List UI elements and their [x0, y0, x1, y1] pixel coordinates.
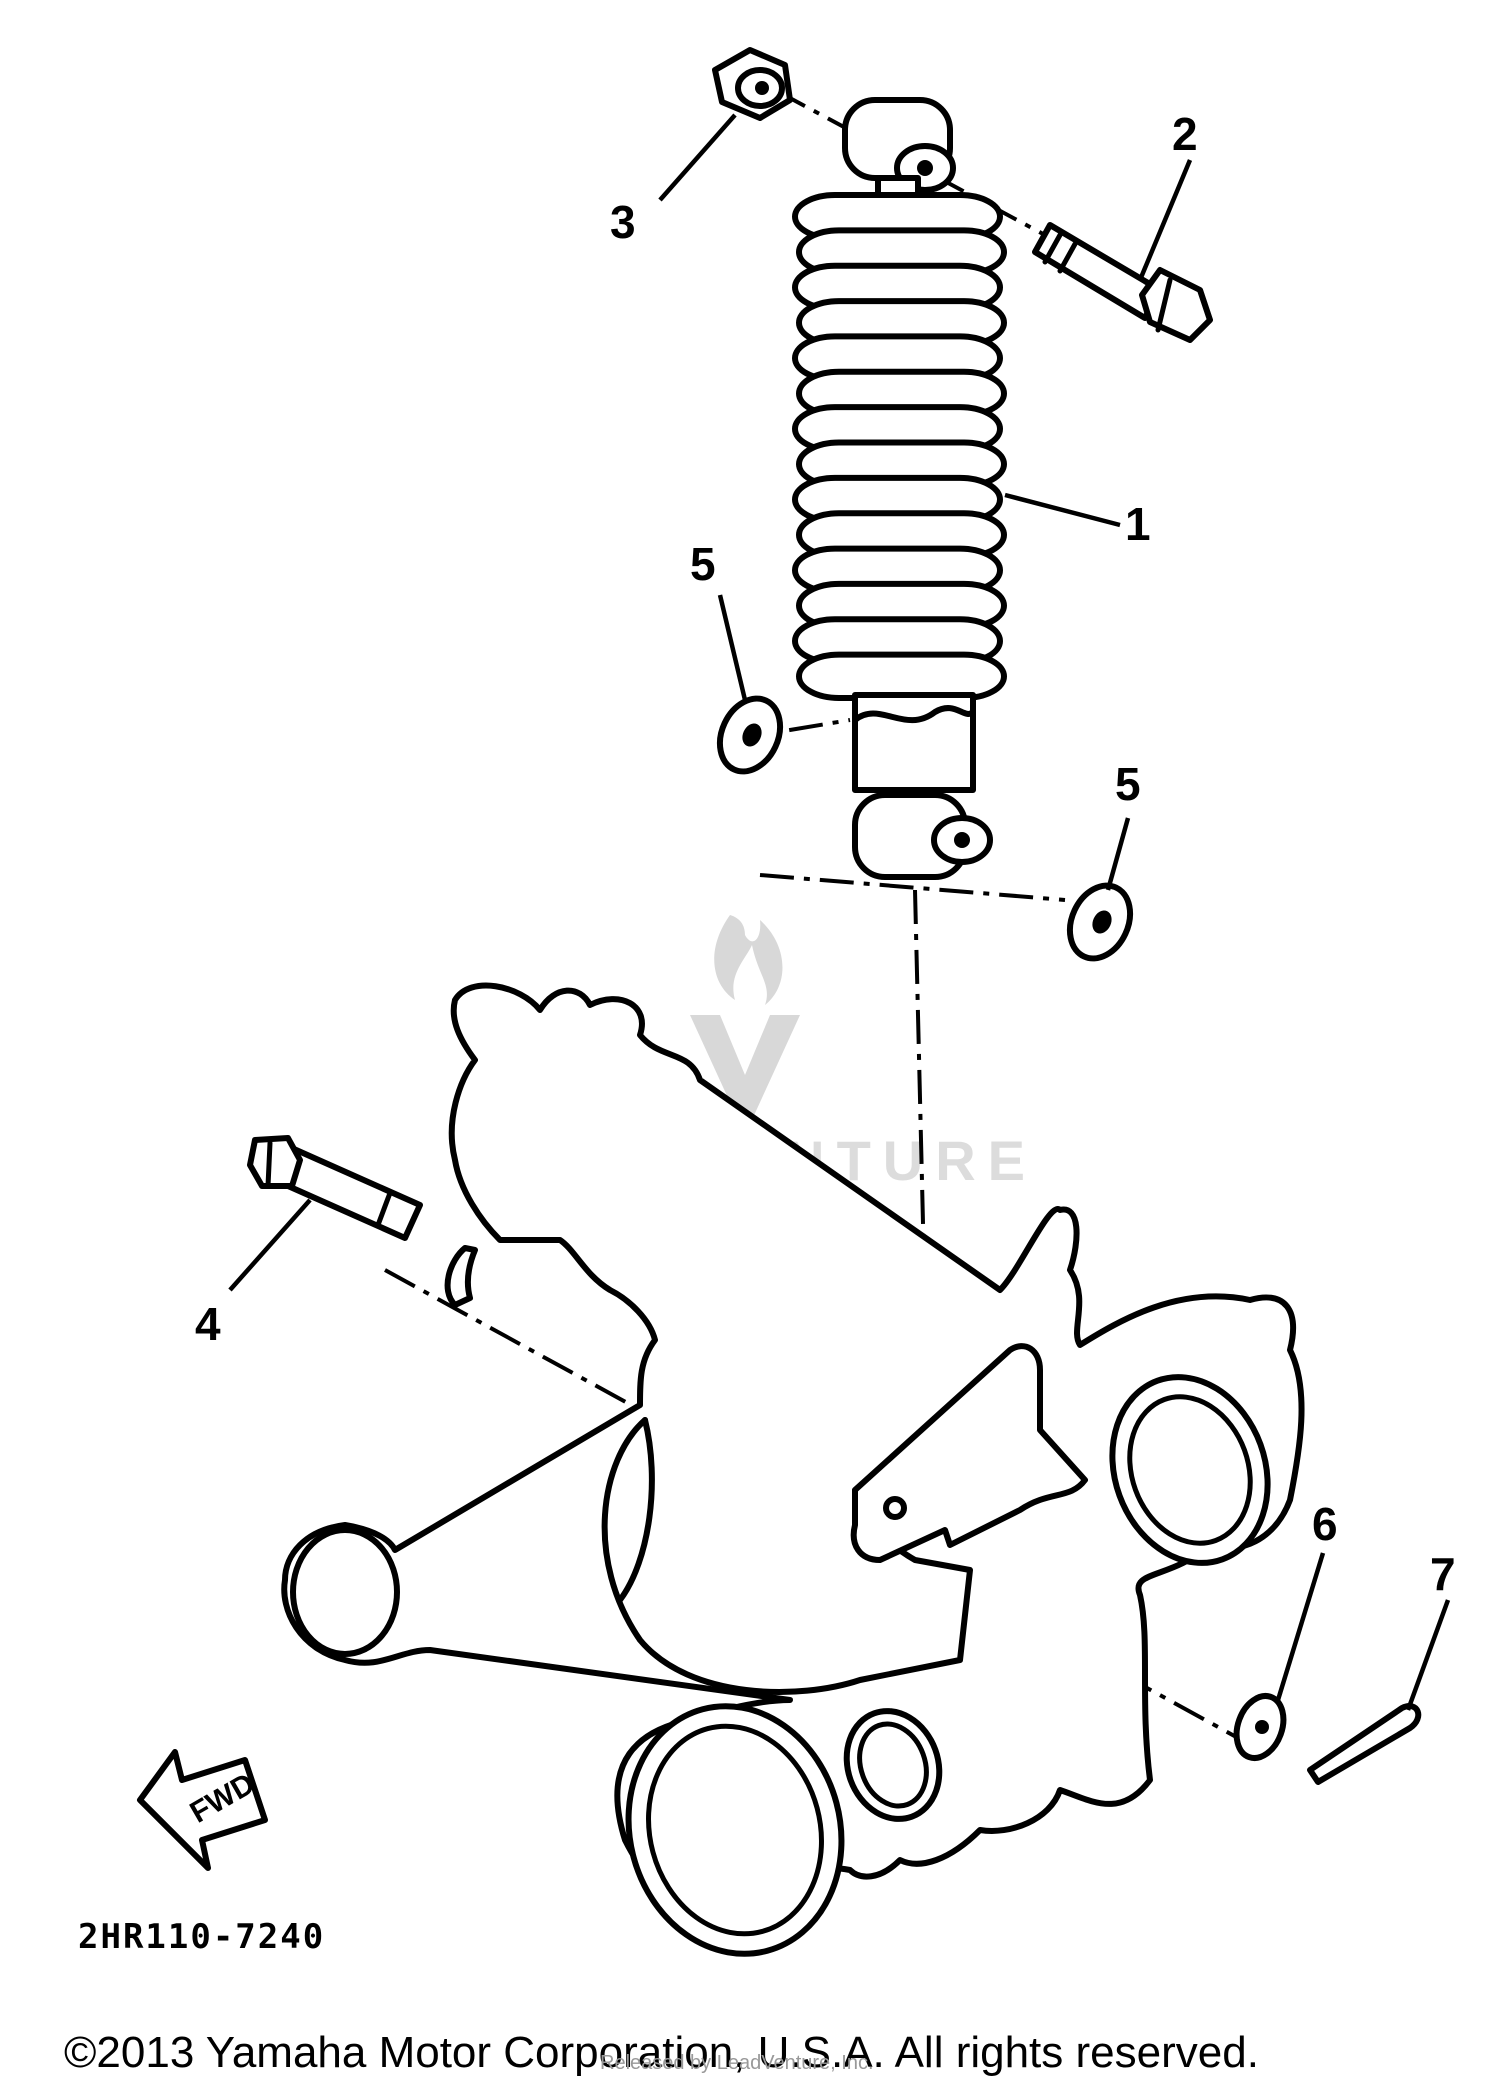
axle-washer	[1233, 1693, 1287, 1761]
forward-arrow: FWD	[137, 1749, 268, 1871]
callout-3: 3	[610, 196, 636, 248]
upper-washer	[716, 695, 784, 775]
callout-5-lower: 5	[1115, 758, 1141, 810]
callout-6: 6	[1312, 1498, 1338, 1550]
callout-1: 1	[1125, 498, 1151, 550]
callout-4: 4	[195, 1298, 221, 1350]
rear-shock-absorber	[792, 97, 1007, 880]
callout-7: 7	[1430, 1548, 1456, 1600]
upper-mounting-bolt	[1032, 222, 1213, 343]
publisher-note: Released by LeadVenture, Inc.	[600, 2052, 874, 2074]
leader-lines	[228, 113, 1451, 1711]
callout-2: 2	[1172, 108, 1198, 160]
coil-spring	[792, 192, 1007, 702]
spring-coil	[796, 651, 1007, 702]
swingarm	[281, 982, 1305, 1957]
upper-nut	[712, 47, 793, 121]
pivot-bolt	[247, 1135, 423, 1241]
callout-5-upper: 5	[690, 538, 716, 590]
diagram-code: 2HR110-7240	[78, 1917, 326, 1957]
copyright-notice: ©2013 Yamaha Motor Corporation, U.S.A. A…	[64, 2028, 1259, 2077]
lower-washer	[1066, 882, 1134, 962]
cotter-pin	[1307, 1703, 1422, 1785]
callout-labels: 1 2 3 4 5 5 6 7	[195, 108, 1456, 1600]
